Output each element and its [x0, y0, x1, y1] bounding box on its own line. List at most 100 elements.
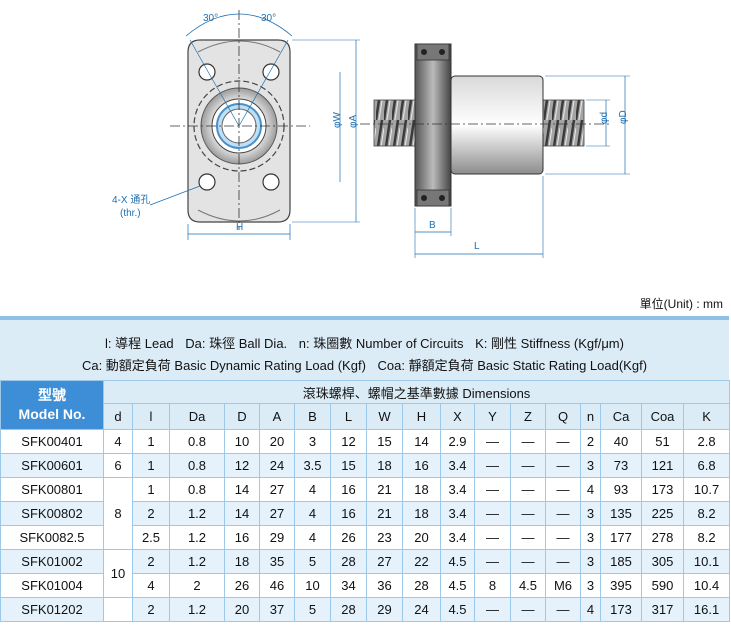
- cell-da: 1.2: [169, 501, 225, 526]
- cell-coa: 173: [641, 477, 684, 502]
- d-cell: [103, 597, 133, 622]
- cell-d: 14: [224, 501, 260, 526]
- cell-z: 4.5: [510, 573, 546, 598]
- cell-h: 16: [402, 453, 441, 478]
- cell-l: 16: [330, 477, 367, 502]
- angle-left-label: 30°: [203, 13, 218, 24]
- cell-d: 12: [224, 453, 260, 478]
- cell-q: —: [545, 597, 581, 622]
- cell-ca: 177: [600, 525, 642, 550]
- cell-y: —: [474, 525, 511, 550]
- model-cell: SFK00601: [0, 453, 104, 478]
- column-header-h: H: [402, 403, 441, 430]
- model-header-en: Model No.: [18, 406, 86, 422]
- cell-x: 3.4: [440, 453, 475, 478]
- cell-da: 0.8: [169, 477, 225, 502]
- cell-l: 4: [132, 573, 170, 598]
- cell-w: 21: [366, 501, 403, 526]
- cell-w: 36: [366, 573, 403, 598]
- dim-w-label: φW: [332, 112, 343, 128]
- cell-l: 16: [330, 501, 367, 526]
- cell-q: —: [545, 477, 581, 502]
- cell-a: 24: [259, 453, 295, 478]
- cell-l: 12: [330, 429, 367, 454]
- cell-a: 29: [259, 525, 295, 550]
- cell-da: 0.8: [169, 453, 225, 478]
- cell-w: 21: [366, 477, 403, 502]
- cell-b: 5: [294, 549, 331, 574]
- cell-coa: 590: [641, 573, 684, 598]
- cell-h: 28: [402, 573, 441, 598]
- cell-h: 18: [402, 477, 441, 502]
- cell-l: 15: [330, 453, 367, 478]
- dim-b-label: B: [429, 220, 436, 231]
- cell-w: 15: [366, 429, 403, 454]
- legend-stiffness: K: 剛性 Stiffness (Kgf/μm): [475, 336, 624, 351]
- cell-l: 26: [330, 525, 367, 550]
- cell-q: —: [545, 429, 581, 454]
- cell-q: —: [545, 501, 581, 526]
- cell-coa: 121: [641, 453, 684, 478]
- model-header-zh: 型號: [38, 387, 66, 403]
- cell-q: —: [545, 549, 581, 574]
- cell-n: 2: [580, 429, 601, 454]
- cell-n: 3: [580, 573, 601, 598]
- model-cell: SFK01202: [0, 597, 104, 622]
- cell-z: —: [510, 597, 546, 622]
- cell-a: 20: [259, 429, 295, 454]
- cell-h: 14: [402, 429, 441, 454]
- cell-b: 3: [294, 429, 331, 454]
- cell-da: 1.2: [169, 597, 225, 622]
- cell-n: 3: [580, 501, 601, 526]
- cell-coa: 317: [641, 597, 684, 622]
- cell-coa: 225: [641, 501, 684, 526]
- cell-l: 2: [132, 501, 170, 526]
- cell-coa: 51: [641, 429, 684, 454]
- cell-w: 18: [366, 453, 403, 478]
- cell-y: —: [474, 549, 511, 574]
- legend-lead: l: 導程 Lead: [105, 336, 174, 351]
- cell-k: 8.2: [682, 501, 731, 526]
- model-cell: SFK00801: [0, 477, 104, 502]
- cell-n: 3: [580, 549, 601, 574]
- cell-b: 5: [294, 597, 331, 622]
- angle-right-label: 30°: [261, 13, 276, 24]
- column-header-x: X: [440, 403, 475, 430]
- legend-box: l: 導程 Lead Da: 珠徑 Ball Dia. n: 珠圈數 Numbe…: [0, 316, 729, 381]
- side-view: φd φD B L: [360, 43, 630, 258]
- cell-h: 22: [402, 549, 441, 574]
- cell-d: 16: [224, 525, 260, 550]
- cell-b: 10: [294, 573, 331, 598]
- cell-ca: 185: [600, 549, 642, 574]
- legend-circuits: n: 珠圈數 Number of Circuits: [298, 336, 464, 351]
- cell-x: 4.5: [440, 573, 475, 598]
- cell-y: —: [474, 429, 511, 454]
- column-header-n: n: [580, 403, 601, 430]
- cell-da: 1.2: [169, 549, 225, 574]
- cell-da: 0.8: [169, 429, 225, 454]
- cell-k: 10.7: [682, 477, 731, 502]
- cell-l: 1: [132, 429, 170, 454]
- unit-label: 單位(Unit) : mm: [639, 297, 723, 311]
- cell-l: 1: [132, 453, 170, 478]
- cell-w: 27: [366, 549, 403, 574]
- cell-ca: 395: [600, 573, 642, 598]
- cell-h: 18: [402, 501, 441, 526]
- cell-ca: 40: [600, 429, 642, 454]
- cell-x: 3.4: [440, 477, 475, 502]
- dim-d-large-label: φD: [618, 110, 629, 124]
- cell-q: —: [545, 453, 581, 478]
- cell-da: 1.2: [169, 525, 225, 550]
- cell-x: 4.5: [440, 597, 475, 622]
- cell-d: 20: [224, 597, 260, 622]
- legend-dynamic-load: Ca: 動額定負荷 Basic Dynamic Rating Load (Kgf…: [81, 358, 366, 373]
- cell-y: —: [474, 477, 511, 502]
- legend-ball-dia: Da: 珠徑 Ball Dia.: [185, 336, 288, 351]
- model-cell: SFK0082.5: [0, 525, 104, 550]
- cell-a: 37: [259, 597, 295, 622]
- column-header-d: D: [224, 403, 260, 430]
- cell-x: 3.4: [440, 525, 475, 550]
- column-header-l: L: [330, 403, 367, 430]
